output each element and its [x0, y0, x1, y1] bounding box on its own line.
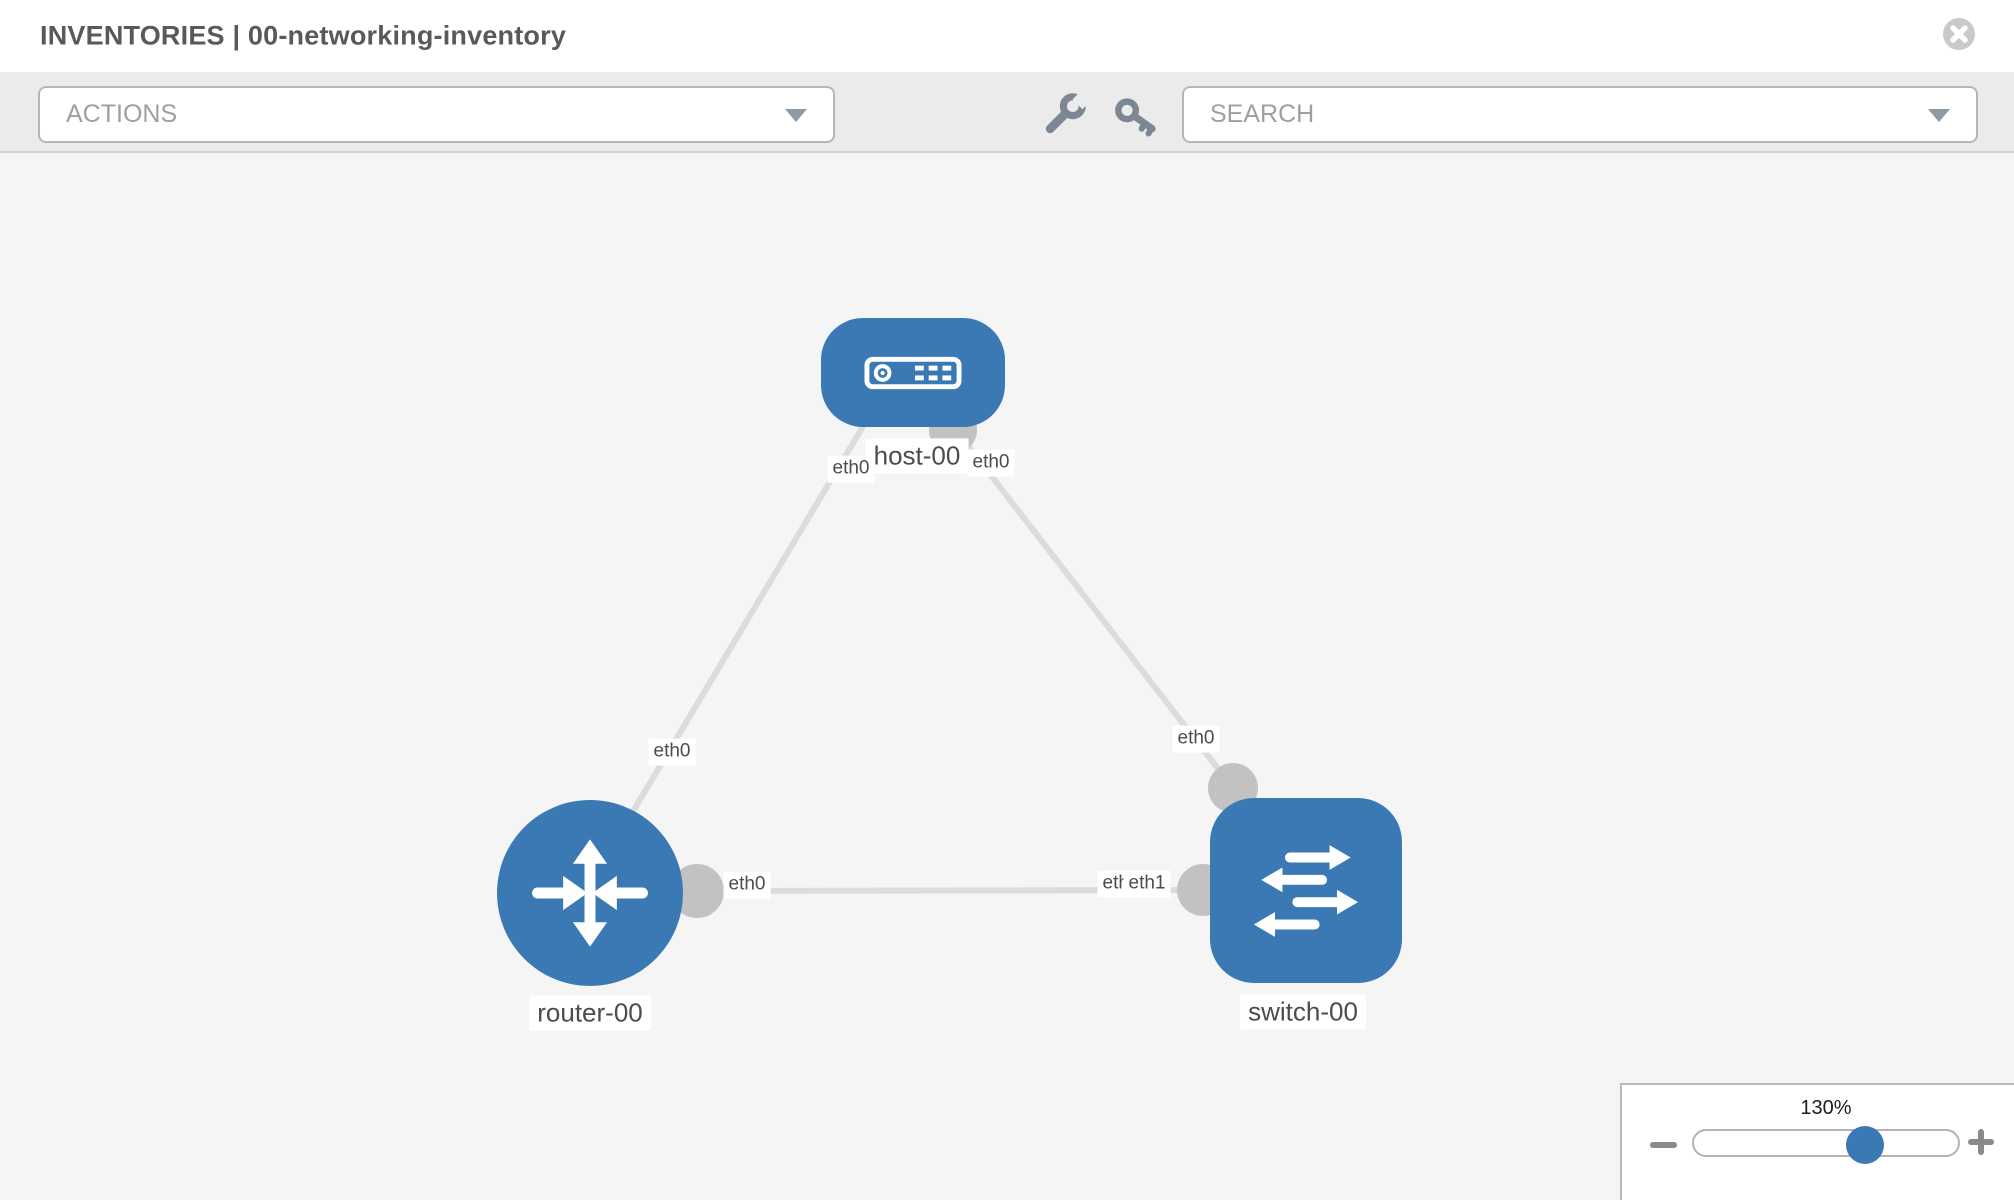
router-icon	[532, 839, 648, 947]
node-router-00[interactable]	[497, 800, 683, 986]
host-icon	[864, 356, 962, 389]
interface-dot-router	[670, 864, 724, 918]
zoom-slider-track[interactable]	[1692, 1129, 1960, 1157]
search-dropdown-label: SEARCH	[1210, 100, 1315, 128]
interface-label-router-top: eth0	[648, 738, 696, 766]
chevron-down-icon	[785, 108, 807, 122]
interface-label-host-left: eth0	[827, 455, 875, 483]
links-layer	[629, 406, 1258, 918]
key-icon	[1115, 98, 1156, 137]
header: INVENTORIES | 00-networking-inventory	[0, 0, 2014, 72]
zoom-out-icon[interactable]	[1650, 1142, 1677, 1148]
interface-label-router-right: eth0	[723, 871, 771, 899]
interface-label-host-right: eth0	[967, 449, 1015, 477]
interface-label-switch-left-eth1: eth1	[1123, 870, 1171, 898]
zoom-level-value: 130%	[1800, 1097, 1852, 1119]
toolbar: ACTIONS SEARCH	[0, 72, 2014, 153]
node-label-host: host-00	[865, 438, 969, 474]
zoom-control-panel: 130%	[1620, 1083, 2014, 1200]
node-label-router: router-00	[529, 995, 651, 1031]
wrench-icon	[1045, 89, 1093, 134]
close-icon	[1943, 18, 1975, 50]
topology-canvas[interactable]: host-00 router-00 switch-00 eth0 eth0 et…	[0, 153, 2014, 1200]
zoom-in-icon[interactable]	[1968, 1129, 1994, 1155]
tools-button[interactable]	[1041, 89, 1093, 143]
close-button[interactable]	[1942, 17, 1976, 51]
node-label-switch: switch-00	[1240, 994, 1366, 1030]
credentials-button[interactable]	[1110, 92, 1160, 147]
chevron-down-icon	[1928, 108, 1950, 122]
switch-icon	[1253, 844, 1359, 937]
actions-dropdown[interactable]: ACTIONS	[38, 86, 835, 143]
actions-dropdown-label: ACTIONS	[66, 100, 178, 128]
page-title: INVENTORIES | 00-networking-inventory	[40, 20, 567, 51]
search-dropdown[interactable]: SEARCH	[1182, 86, 1978, 143]
zoom-slider-thumb[interactable]	[1846, 1126, 1884, 1164]
interface-label-switch-top: eth0	[1172, 725, 1220, 753]
node-switch-00[interactable]	[1210, 798, 1402, 983]
node-host-00[interactable]	[821, 318, 1005, 427]
